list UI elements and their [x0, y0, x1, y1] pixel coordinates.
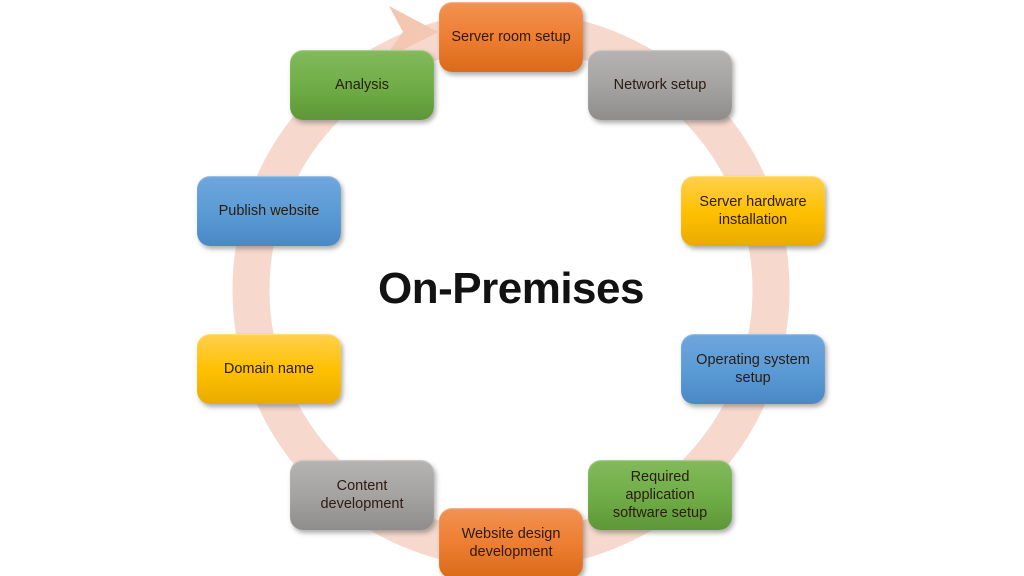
cycle-step-website-design-development: Website design development: [439, 508, 583, 576]
cycle-step-content-development: Content development: [290, 460, 434, 530]
cycle-step-server-room-setup: Server room setup: [439, 2, 583, 72]
cycle-step-label: Server hardware installation: [699, 193, 807, 228]
cycle-step-label: Content development: [320, 477, 404, 512]
cycle-step-operating-system-setup: Operating system setup: [681, 334, 825, 404]
cycle-step-label: Server room setup: [451, 28, 571, 45]
cycle-step-label: Domain name: [223, 360, 315, 377]
cycle-step-required-application-software-setup: Required application software setup: [588, 460, 732, 530]
cycle-step-label: Network setup: [613, 76, 707, 93]
cycle-step-label: Website design development: [461, 525, 561, 560]
cycle-step-server-hardware-installation: Server hardware installation: [681, 176, 825, 246]
diagram-title: On-Premises: [378, 264, 644, 313]
cycle-step-analysis: Analysis: [290, 50, 434, 120]
cycle-arrowhead-icon: [383, 6, 438, 60]
cycle-step-label: Operating system setup: [696, 351, 810, 386]
cycle-step-domain-name: Domain name: [197, 334, 341, 404]
cycle-step-label: Analysis: [335, 76, 389, 93]
cycle-step-label: Publish website: [218, 202, 320, 219]
cycle-step-publish-website: Publish website: [197, 176, 341, 246]
cycle-step-network-setup: Network setup: [588, 50, 732, 120]
cycle-step-label: Required application software setup: [612, 468, 708, 522]
